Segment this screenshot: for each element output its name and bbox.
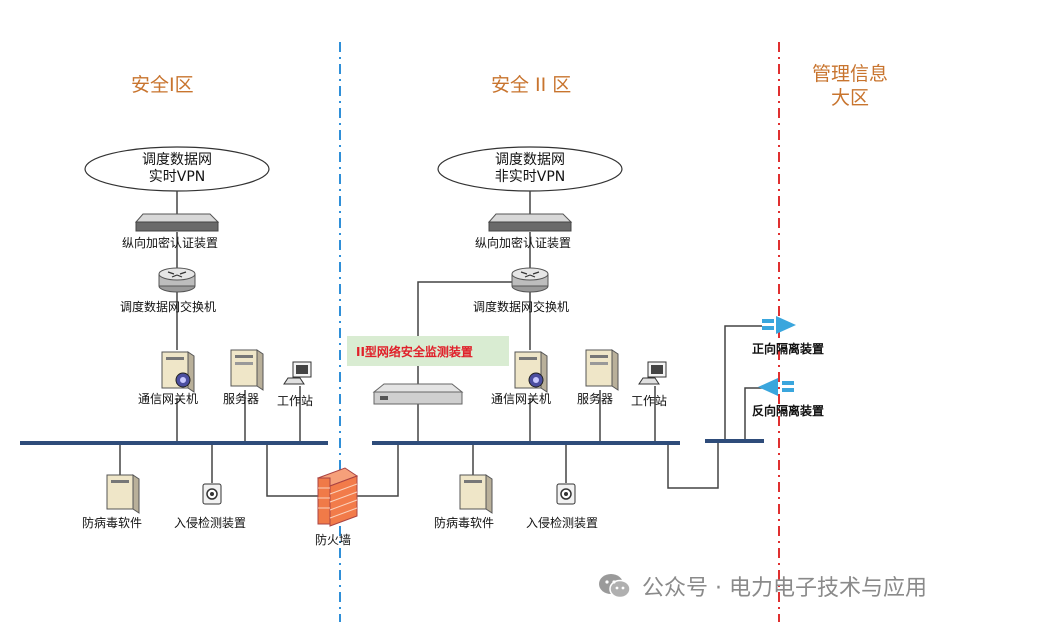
- network-security-monitor-label-box: [347, 336, 509, 366]
- encryption-device-zone1: [134, 213, 220, 232]
- encryption-device-label-zone2: 纵向加密认证装置: [475, 236, 572, 250]
- forward-isolation-icon: [762, 316, 796, 334]
- reverse-isolation-label: 反向隔离装置: [752, 404, 825, 418]
- switch-label-zone2: 调度数据网交换机: [473, 300, 570, 314]
- encryption-device-zone2: [487, 213, 573, 232]
- zone-title-2: 安全 II 区: [491, 74, 572, 96]
- reverse-isolation-icon: [758, 378, 794, 396]
- forward-isolation-label: 正向隔离装置: [752, 342, 825, 356]
- zone-title-1: 安全I区: [131, 74, 194, 96]
- gateway-label-zone1: 通信网关机: [138, 392, 199, 406]
- cloud-label-zone1-line1: 调度数据网: [142, 152, 212, 168]
- zone-title-3-line1: 管理信息: [812, 63, 889, 85]
- antivirus-label-zone1: 防病毒软件: [82, 516, 143, 530]
- intrusion-label-zone2: 入侵检测装置: [526, 516, 599, 530]
- gateway-label-zone2: 通信网关机: [491, 392, 552, 406]
- wechat-icon: [599, 574, 631, 599]
- gateway-server-zone2: [514, 351, 548, 393]
- antivirus-server-zone1: [106, 474, 140, 514]
- cloud-label-zone2: 调度数据网 非实时VPN: [495, 152, 566, 186]
- zone-title-3-line2: 大区: [831, 87, 870, 109]
- network-security-monitor-device: [372, 383, 464, 405]
- cloud-label-zone1: 调度数据网 实时VPN: [142, 152, 212, 186]
- workstation-zone1: [283, 361, 312, 385]
- server-zone2: [585, 349, 619, 391]
- switch-zone1: [158, 267, 196, 293]
- server-label-zone2: 服务器: [577, 392, 614, 406]
- cloud-label-zone2-line1: 调度数据网: [495, 152, 565, 168]
- zone-title-3: 管理信息 大区: [812, 62, 888, 110]
- antivirus-label-zone2: 防病毒软件: [434, 516, 495, 530]
- encryption-device-label-zone1: 纵向加密认证装置: [122, 236, 219, 250]
- network-security-monitor-label: II型网络安全监测装置: [356, 345, 473, 359]
- firewall-icon: [316, 467, 359, 527]
- intrusion-label-zone1: 入侵检测装置: [174, 516, 247, 530]
- server-label-zone1: 服务器: [223, 392, 260, 406]
- switch-zone2: [511, 267, 549, 293]
- switch-label-zone1: 调度数据网交换机: [120, 300, 217, 314]
- workstation-zone2: [638, 361, 667, 385]
- workstation-label-zone1: 工作站: [277, 394, 314, 408]
- server-zone1: [230, 349, 264, 391]
- intrusion-detector-zone1: [202, 483, 222, 505]
- firewall-label: 防火墙: [315, 533, 352, 547]
- workstation-label-zone2: 工作站: [631, 394, 668, 408]
- gateway-server-zone1: [161, 351, 195, 393]
- cloud-label-zone1-line2: 实时VPN: [148, 169, 206, 185]
- intrusion-detector-zone2: [556, 483, 576, 505]
- cloud-label-zone2-line2: 非实时VPN: [494, 169, 566, 185]
- watermark-text: 公众号 · 电力电子技术与应用: [642, 576, 927, 601]
- antivirus-server-zone2: [459, 474, 493, 514]
